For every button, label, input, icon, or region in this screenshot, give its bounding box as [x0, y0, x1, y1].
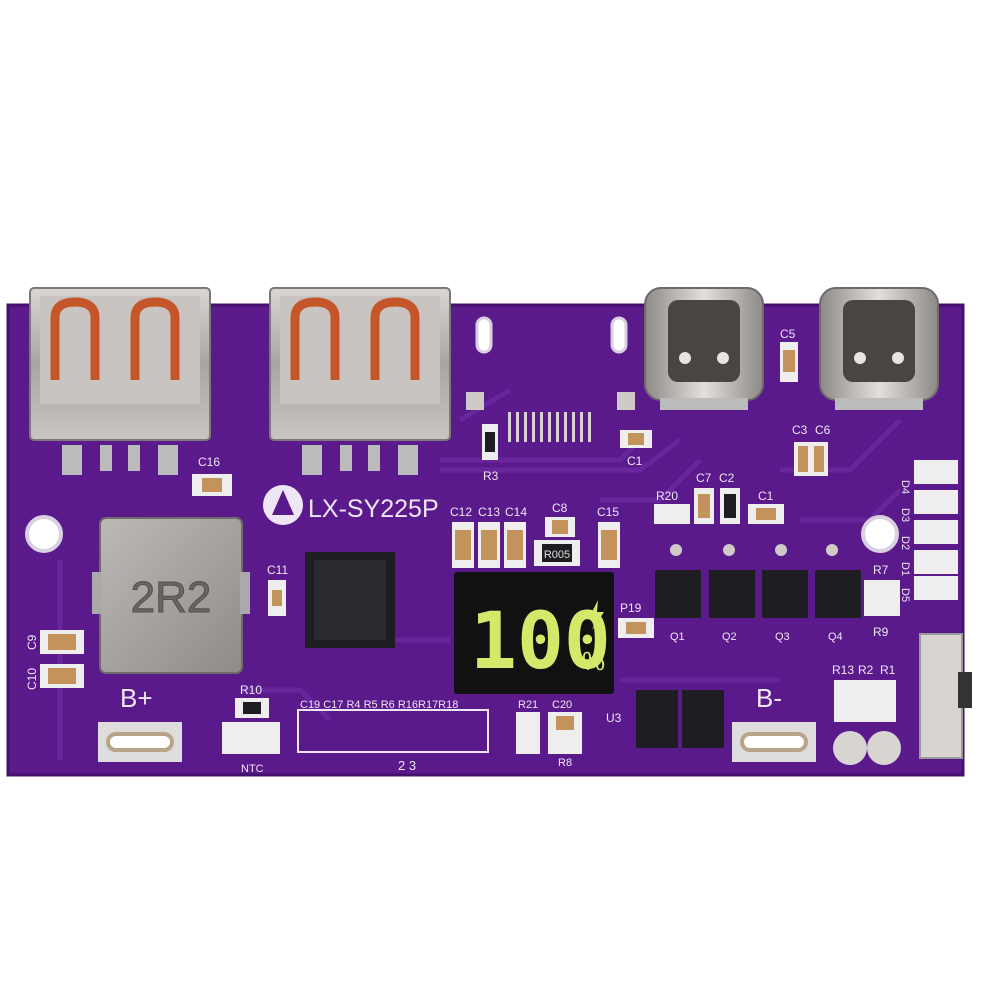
silkscreen-label: C10	[25, 668, 39, 690]
silkscreen-label: D5	[899, 588, 911, 602]
silkscreen-label: C8	[552, 501, 568, 515]
silkscreen-label: Q3	[775, 631, 790, 643]
silkscreen-label: C11	[267, 563, 288, 577]
silkscreen-label: R7	[873, 563, 889, 577]
silkscreen-label: C2	[719, 471, 735, 485]
mount-hole-left	[25, 515, 63, 553]
pad-row	[508, 412, 591, 442]
usb-a-port-1	[29, 287, 211, 475]
silkscreen-label: R8	[558, 757, 572, 769]
silkscreen-label: C12	[450, 505, 472, 519]
silkscreen-label: C16	[198, 455, 220, 469]
silkscreen-label: D1	[899, 562, 911, 576]
silkscreen-label: C3	[792, 423, 808, 437]
shunt-resistor: R005	[534, 540, 580, 566]
silkscreen-label: C13	[478, 505, 500, 519]
display-unit: %	[582, 646, 605, 676]
silkscreen-label: B+	[120, 683, 153, 713]
inductor-marking: 2R2	[131, 573, 212, 622]
usb-a-port-2	[269, 287, 451, 475]
usb-c-port-2	[819, 287, 939, 410]
silkscreen-label: C1	[758, 489, 774, 503]
silkscreen-label: C9	[25, 634, 39, 650]
silkscreen-label: Q2	[722, 631, 737, 643]
side-switch	[919, 633, 972, 759]
silkscreen-label: C7	[696, 471, 712, 485]
inductor: 2R2	[92, 517, 250, 674]
silkscreen-label: C19 C17 R4 R5 R6 R16R17R18	[300, 699, 458, 711]
silkscreen-label: R10	[240, 683, 262, 697]
silkscreen-label: 2 3	[398, 758, 416, 773]
usb-c-port-1	[644, 287, 764, 410]
silkscreen-label: C15	[597, 505, 619, 519]
test-pads	[670, 544, 838, 556]
silkscreen-label: R005	[544, 549, 570, 561]
silkscreen-label: D3	[899, 508, 911, 522]
board-model: LX-SY225P	[308, 495, 439, 523]
silkscreen-label: R2	[858, 663, 874, 677]
led-indicators	[914, 460, 958, 600]
silkscreen-label: Q4	[828, 631, 843, 643]
battery-pads	[98, 722, 901, 765]
silkscreen-label: R1	[880, 663, 896, 677]
silkscreen-label: Q1	[670, 631, 685, 643]
silkscreen-label: NTC	[241, 763, 264, 775]
silkscreen-label: B-	[756, 683, 782, 713]
brand-logo	[263, 485, 303, 525]
display-digits: 100	[470, 597, 611, 687]
silkscreen-label: R9	[873, 625, 889, 639]
mount-hole-right	[861, 515, 899, 553]
silkscreen-label: D2	[899, 536, 911, 550]
led-display: 100 %	[454, 572, 614, 694]
silkscreen-label: C5	[780, 327, 796, 341]
silkscreen-label: C20	[552, 699, 572, 711]
mosfets	[636, 570, 861, 748]
controller-ic	[305, 552, 395, 648]
silkscreen-label: C1	[627, 454, 643, 468]
silkscreen-label: C14	[505, 505, 527, 519]
lightning-icon	[590, 600, 604, 630]
silkscreen-label: C6	[815, 423, 831, 437]
silkscreen-label: R3	[483, 469, 499, 483]
silkscreen-label: U3	[606, 711, 622, 725]
smd-components	[40, 342, 900, 754]
silkscreen-label: P19	[620, 601, 642, 615]
silkscreen-label: D4	[899, 480, 911, 494]
silkscreen-label: R13	[832, 663, 854, 677]
silkscreen-label: R21	[518, 699, 538, 711]
silkscreen-label: R20	[656, 489, 678, 503]
